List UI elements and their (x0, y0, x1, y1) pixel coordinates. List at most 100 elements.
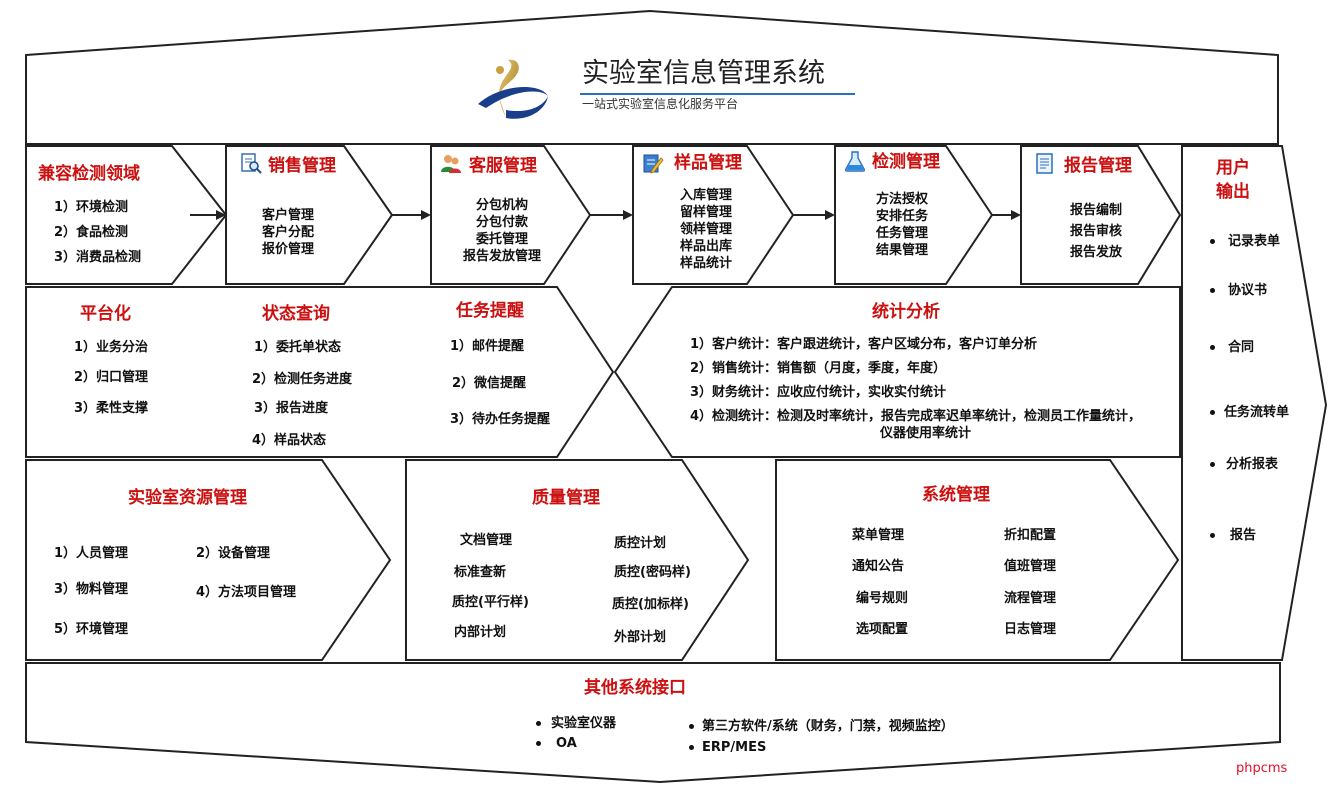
watermark: phpcms (1236, 761, 1288, 776)
platform-title: 平台化 (80, 304, 131, 324)
resources-title: 实验室资源管理 (128, 488, 247, 508)
samples-item: 样品出库 (679, 239, 732, 254)
testing-items: 方法授权 安排任务 任务管理 结果管理 (862, 192, 942, 258)
quality-item: 文档管理 (460, 533, 513, 548)
page-subtitle: 一站式实验室信息化服务平台 (582, 97, 739, 111)
flow-box-service (430, 145, 592, 285)
quality-frame (405, 459, 750, 661)
user-output-item: 报告 (1230, 528, 1257, 543)
samples-item: 样品统计 (679, 256, 732, 271)
quality-item: 质控(平行样) (452, 595, 529, 610)
platform-item: 1）业务分治 (74, 340, 149, 355)
report-item: 报告发放 (1069, 245, 1122, 260)
samples-item: 领样管理 (679, 222, 732, 237)
quality-item: 内部计划 (454, 625, 507, 640)
platform-item: 2）归口管理 (74, 370, 149, 385)
magnifier-doc-icon (241, 153, 262, 174)
sales-items: 客户管理 客户分配 报价管理 (252, 208, 324, 257)
people-icon (441, 155, 461, 173)
flow-box-samples (632, 145, 795, 285)
bullet-icon (1210, 533, 1215, 538)
system-item: 值班管理 (1004, 559, 1057, 574)
bullet-icon (1210, 288, 1215, 293)
sales-title: 销售管理 (268, 156, 336, 176)
interfaces-item: 第三方软件/系统（财务，门禁，视频监控） (702, 719, 954, 734)
testing-item: 结果管理 (875, 243, 928, 258)
resources-item: 5）环境管理 (54, 622, 129, 637)
user-output-item: 协议书 (1228, 283, 1268, 298)
samples-items: 入库管理 留样管理 领样管理 样品出库 样品统计 (666, 188, 746, 271)
quality-item: 质控(加标样) (612, 597, 689, 612)
system-item: 日志管理 (1004, 622, 1057, 637)
system-item: 编号规则 (856, 591, 909, 606)
quality-item: 标准查新 (454, 565, 507, 580)
samples-item: 入库管理 (679, 188, 732, 203)
testing-item: 方法授权 (875, 192, 928, 207)
sales-item: 客户分配 (261, 225, 314, 240)
user-output-item: 合同 (1228, 340, 1255, 355)
samples-title: 样品管理 (674, 153, 742, 173)
system-item: 通知公告 (852, 559, 905, 574)
middle-left-frame (25, 286, 615, 458)
service-item: 分包机构 (475, 198, 528, 213)
service-item: 分包付款 (475, 215, 528, 230)
bullet-icon (1210, 462, 1215, 467)
reminder-item: 1）邮件提醒 (450, 339, 525, 354)
resources-item: 2）设备管理 (196, 546, 271, 561)
status-title: 状态查询 (262, 304, 330, 324)
samples-item: 留样管理 (679, 205, 732, 220)
user-output-item: 任务流转单 (1224, 405, 1290, 420)
testing-title: 检测管理 (872, 152, 940, 172)
resources-item: 4）方法项目管理 (196, 585, 297, 600)
sales-item: 客户管理 (261, 208, 314, 223)
resources-frame (25, 459, 392, 661)
system-title: 系统管理 (922, 485, 990, 505)
domains-item-2: 2）食品检测 (54, 225, 129, 240)
service-items: 分包机构 分包付款 委托管理 报告发放管理 (452, 198, 552, 264)
status-item: 1）委托单状态 (254, 340, 342, 355)
testing-item: 安排任务 (875, 209, 928, 224)
bullet-icon (1210, 239, 1215, 244)
system-frame (775, 459, 1180, 661)
statistics-item: 2）销售统计：销售额（月度，季度，年度） (690, 361, 947, 376)
flow-box-domains (25, 145, 228, 285)
domains-title: 兼容检测领域 (38, 164, 140, 184)
page-title: 实验室信息管理系统 (582, 58, 825, 89)
resources-item: 1）人员管理 (54, 546, 129, 561)
testing-item: 任务管理 (875, 226, 928, 241)
service-item: 委托管理 (475, 232, 528, 247)
domains-item-3: 3）消费品检测 (54, 250, 142, 265)
report-doc-icon (1036, 153, 1053, 174)
report-item: 报告审核 (1069, 224, 1122, 239)
interfaces-item: 实验室仪器 (551, 716, 617, 731)
bullet-icon (536, 741, 541, 746)
user-output-frame (1181, 145, 1328, 661)
statistics-item: 1）客户统计：客户跟进统计，客户区域分布，客户订单分析 (690, 337, 1038, 352)
flow-box-testing (834, 145, 994, 285)
statistics-item: 4）检测统计：检测及时率统计，报告完成率迟单率统计，检测员工作量统计， (690, 409, 1142, 424)
statistics-item: 3）财务统计：应收应付统计，实收实付统计 (690, 385, 947, 400)
quality-item: 质控(密码样) (614, 565, 691, 580)
bullet-icon (1210, 410, 1215, 415)
interfaces-item: OA (556, 736, 577, 751)
bullet-icon (689, 745, 694, 750)
status-item: 4）样品状态 (252, 433, 327, 448)
quality-title: 质量管理 (532, 488, 600, 508)
report-item: 报告编制 (1069, 203, 1122, 218)
statistics-title: 统计分析 (872, 302, 940, 322)
system-item: 选项配置 (856, 622, 909, 637)
platform-item: 3）柔性支撑 (74, 401, 149, 416)
flask-icon (844, 151, 866, 172)
service-item: 报告发放管理 (462, 249, 541, 264)
user-output-item: 记录表单 (1228, 234, 1281, 249)
report-title: 报告管理 (1064, 156, 1132, 176)
flow-box-report (1020, 145, 1182, 285)
bullet-icon (1210, 345, 1215, 350)
quality-item: 外部计划 (614, 630, 667, 645)
interfaces-title: 其他系统接口 (584, 678, 686, 698)
status-item: 3）报告进度 (254, 401, 329, 416)
user-output-title: 用户 输出 (1216, 158, 1250, 202)
interfaces-item: ERP/MES (702, 740, 767, 755)
report-items: 报告编制 报告审核 报告发放 (1056, 203, 1136, 260)
